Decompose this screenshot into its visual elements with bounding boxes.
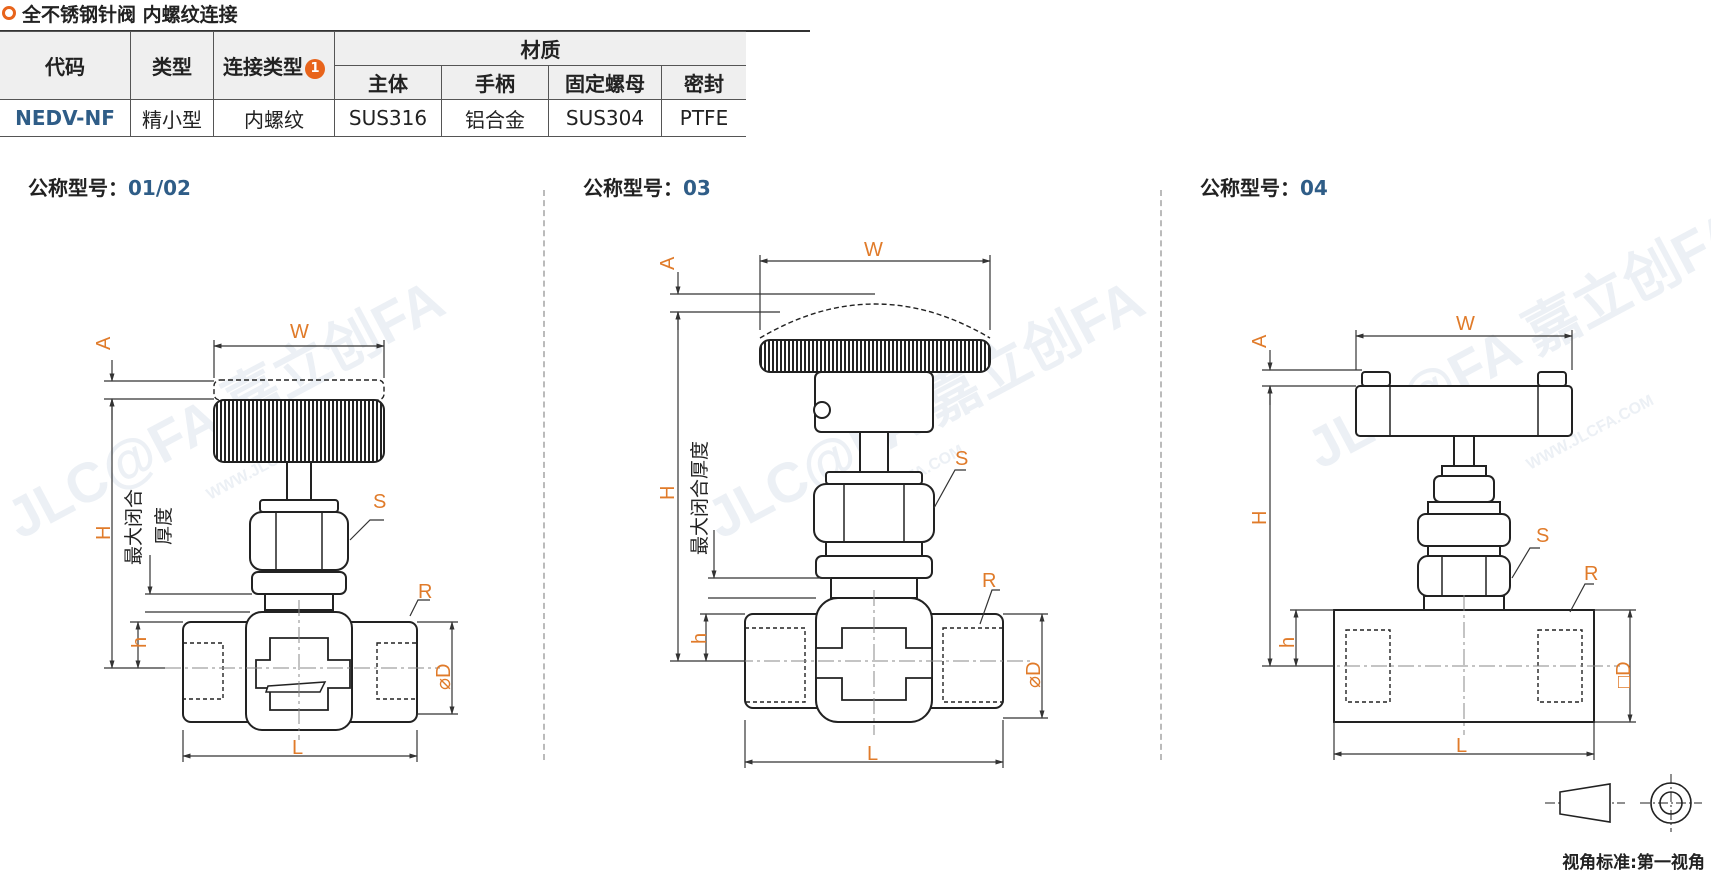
dim-w-1: W	[290, 321, 309, 343]
dim-w-2: W	[864, 239, 883, 261]
header-material: 材质	[334, 31, 746, 66]
dim-a-3: A	[1249, 334, 1271, 348]
header-body: 主体	[334, 65, 442, 100]
dim-r-1: R	[418, 581, 432, 603]
dim-s-3: S	[1536, 525, 1549, 547]
header-nut: 固定螺母	[548, 65, 662, 100]
model-label-3: 公称型号：04	[1200, 176, 1328, 200]
dim-d-3: □D	[1613, 661, 1635, 688]
table-row: NEDV-NF 精小型 内螺纹 SUS316 铝合金 SUS304 PTFE	[0, 99, 746, 137]
note-badge-icon: 1	[305, 58, 325, 79]
header-code: 代码	[0, 31, 131, 100]
dim-sh-2: h	[689, 633, 711, 644]
dim-sh-1: h	[129, 637, 151, 648]
cell-type: 精小型	[130, 99, 214, 137]
cell-seal: PTFE	[661, 99, 746, 137]
cell-nut: SUS304	[548, 99, 662, 137]
header-type: 类型	[130, 31, 214, 100]
dim-s-2: S	[955, 448, 968, 470]
dim-sh-3: h	[1277, 637, 1299, 648]
model-label-1: 公称型号：01/02	[28, 176, 191, 200]
watermark-3: JLC@FA 嘉立创FA	[1296, 197, 1711, 480]
dim-l-1: L	[292, 737, 303, 759]
closing-thickness-1b: 厚度	[153, 507, 175, 545]
dim-d-2: ⌀D	[1023, 662, 1045, 688]
ring-icon	[2, 6, 16, 20]
first-angle-projection-icon	[1545, 774, 1702, 832]
header-connection-label: 连接类型	[223, 55, 303, 79]
section-title: 全不锈钢针阀 内螺纹连接	[0, 0, 238, 26]
projection-label: 视角标准:第一视角	[1562, 853, 1705, 873]
dim-h-3: H	[1249, 511, 1271, 525]
title-text: 全不锈钢针阀 内螺纹连接	[22, 3, 238, 26]
dim-a-1: A	[93, 336, 115, 350]
valve-drawing-01-02	[182, 379, 418, 731]
dim-s-1: S	[373, 491, 386, 513]
dim-a-2: A	[657, 256, 679, 270]
panel-divider-2	[1160, 190, 1162, 760]
dim-l-2: L	[867, 743, 878, 765]
panel-divider-1	[543, 190, 545, 760]
cell-handle: 铝合金	[441, 99, 549, 137]
closing-thickness-1a: 最大闭合	[123, 489, 145, 565]
cell-connection: 内螺纹	[213, 99, 335, 137]
dim-r-2: R	[982, 570, 996, 592]
dim-d-1: ⌀D	[433, 664, 455, 690]
dim-r-3: R	[1584, 563, 1598, 585]
dim-w-3: W	[1456, 313, 1475, 335]
cell-body: SUS316	[334, 99, 442, 137]
closing-thickness-2: 最大闭合厚度	[689, 441, 711, 555]
dim-h-1: H	[93, 526, 115, 540]
dim-h-2: H	[657, 486, 679, 500]
model-label-2: 公称型号：03	[583, 176, 711, 200]
dim-l-3: L	[1456, 735, 1467, 757]
header-seal: 密封	[661, 65, 746, 100]
